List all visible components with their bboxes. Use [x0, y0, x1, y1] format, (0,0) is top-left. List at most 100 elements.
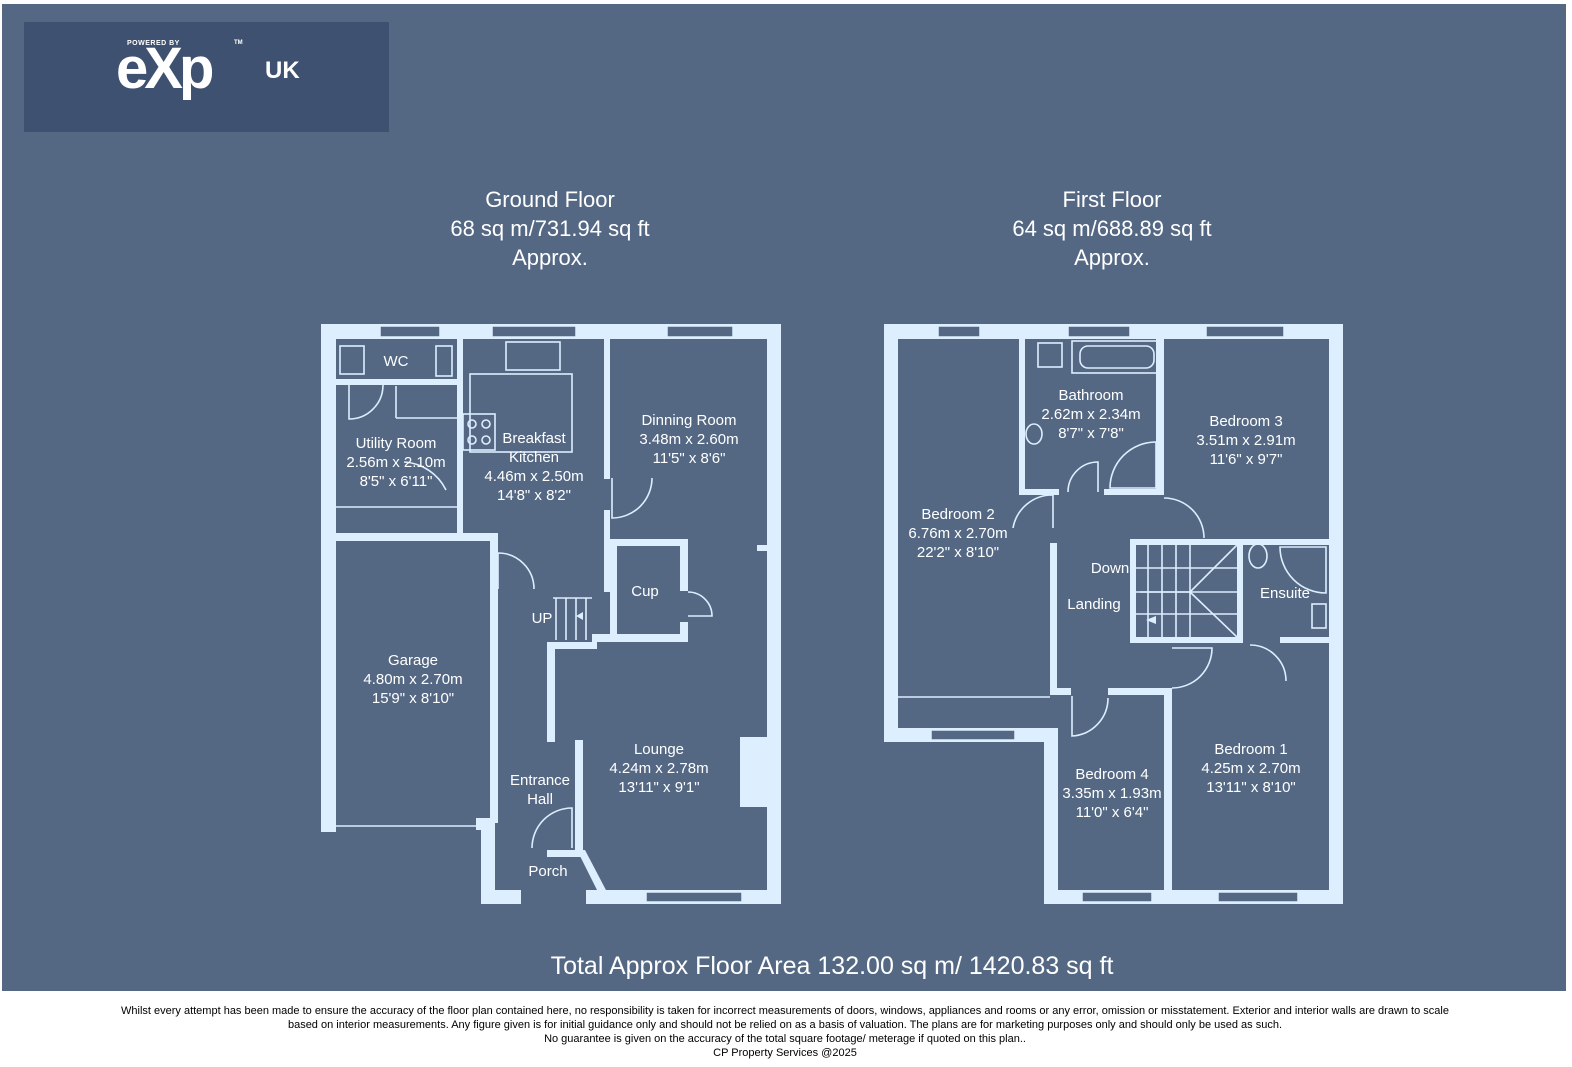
window [1205, 325, 1285, 338]
room-kitchen-metric: 4.46m x 2.50m [484, 468, 584, 485]
room-bedroom-1-name: Bedroom 1 [1214, 741, 1288, 758]
room-garage-metric: 4.80m x 2.70m [363, 671, 463, 688]
room-dining-imperial: 11'5" x 8'6" [652, 450, 726, 467]
hob-icon [462, 413, 496, 451]
disclaimer-line-1: Whilst every attempt has been made to en… [121, 1005, 1449, 1017]
room-lounge: Lounge 4.24m x 2.78m 13'11" x 9'1" [589, 740, 729, 797]
room-lounge-imperial: 13'11" x 9'1" [618, 779, 700, 796]
window [1081, 891, 1153, 903]
logo-region: UK [265, 57, 300, 84]
room-entrance-name2: Hall [527, 791, 553, 808]
room-utility-metric: 2.56m x 2.10m [346, 454, 446, 471]
door-swing [1012, 494, 1054, 529]
room-cup-name: Cup [631, 583, 659, 600]
room-utility: Utility Room 2.56m x 2.10m 8'5" x 6'11" [326, 434, 466, 491]
door-swing [611, 477, 653, 519]
room-bedroom-4-imperial: 11'0" x 6'4" [1075, 804, 1149, 821]
room-bathroom: Bathroom 2.62m x 2.34m 8'7" x 7'8" [1026, 386, 1156, 443]
ground-floor-area: 68 sq m/731.94 sq ft [450, 216, 650, 241]
window [1067, 325, 1131, 338]
room-kitchen-name1: Breakfast [502, 430, 566, 447]
door-swing [1249, 644, 1287, 682]
room-porch-name: Porch [528, 863, 568, 880]
room-bedroom-3-imperial: 11'6" x 9'7" [1209, 451, 1283, 468]
ground-floor-heading: Ground Floor 68 sq m/731.94 sq ft Approx… [400, 185, 700, 272]
door-swing [1163, 497, 1205, 539]
room-garage: Garage 4.80m x 2.70m 15'9" x 8'10" [343, 651, 483, 708]
room-bedroom-3: Bedroom 3 3.51m x 2.91m 11'6" x 9'7" [1176, 412, 1316, 469]
first-floor-heading: First Floor 64 sq m/688.89 sq ft Approx. [962, 185, 1262, 272]
room-bedroom-4: Bedroom 4 3.35m x 1.93m 11'0" x 6'4" [1049, 765, 1175, 822]
window [937, 325, 981, 338]
kitchen-sink-icon [505, 341, 561, 371]
first-floor-plan [884, 324, 1343, 904]
room-bedroom-3-name: Bedroom 3 [1209, 413, 1283, 430]
room-landing: Landing [1059, 595, 1129, 614]
toilet-icon [1248, 543, 1268, 569]
room-bedroom-1: Bedroom 1 4.25m x 2.70m 13'11" x 8'10" [1181, 740, 1321, 797]
room-garage-imperial: 15'9" x 8'10" [371, 690, 455, 707]
total-floor-area: Total Approx Floor Area 132.00 sq m/ 142… [550, 952, 1114, 980]
basin-icon [1025, 423, 1043, 445]
window [491, 325, 577, 338]
room-utility-imperial: 8'5" x 6'11" [359, 473, 433, 490]
room-kitchen: Breakfast Kitchen 4.46m x 2.50m 14'8" x … [464, 429, 604, 505]
door-swing [687, 591, 713, 617]
room-entrance-hall: Entrance Hall [500, 771, 580, 809]
room-ensuite: Ensuite [1247, 584, 1323, 603]
toilet-icon [339, 345, 365, 375]
stairs-down-text: Down [1090, 560, 1130, 577]
sink-icon [435, 345, 453, 377]
room-dining-name: Dinning Room [641, 412, 737, 429]
exp-uk-logo: POWERED BY TM eXp UK [24, 22, 389, 132]
basin-icon [1311, 603, 1327, 629]
disclaimer-line-2: based on interior measurements. Any figu… [287, 1019, 1283, 1031]
room-kitchen-imperial: 14'8" x 8'2" [497, 487, 571, 504]
door-swing [497, 552, 535, 590]
room-bedroom-3-metric: 3.51m x 2.91m [1196, 432, 1296, 449]
disclaimer-line-3: No guarantee is given on the accuracy of… [544, 1033, 1026, 1045]
room-cup: Cup [618, 582, 672, 601]
shower-icon [1279, 546, 1327, 594]
logo-powered-by: POWERED BY [127, 40, 180, 47]
room-dining: Dinning Room 3.48m x 2.60m 11'5" x 8'6" [614, 411, 764, 468]
room-bedroom-4-metric: 3.35m x 1.93m [1062, 785, 1162, 802]
door-swing [531, 807, 573, 849]
door-swing [403, 461, 447, 491]
room-bedroom-2: Bedroom 2 6.76m x 2.70m 22'2" x 8'10" [888, 505, 1028, 562]
room-bedroom-2-imperial: 22'2" x 8'10" [916, 544, 1000, 561]
room-bedroom-1-metric: 4.25m x 2.70m [1201, 760, 1301, 777]
toilet-icon [1037, 342, 1063, 368]
room-bathroom-metric: 2.62m x 2.34m [1041, 406, 1141, 423]
ground-floor-title: Ground Floor [485, 187, 615, 212]
room-porch: Porch [518, 862, 578, 881]
room-lounge-metric: 4.24m x 2.78m [609, 760, 709, 777]
window [930, 729, 1016, 741]
room-wc-name: WC [383, 353, 409, 370]
room-bathroom-imperial: 8'7" x 7'8" [1058, 425, 1124, 442]
room-landing-name: Landing [1067, 596, 1121, 613]
bath-icon [1071, 340, 1159, 374]
room-dining-metric: 3.48m x 2.60m [639, 431, 739, 448]
door-swing [1171, 647, 1213, 689]
room-utility-name: Utility Room [355, 435, 437, 452]
stairs-down-label: Down [1080, 559, 1140, 578]
window [379, 325, 441, 338]
room-bedroom-2-name: Bedroom 2 [921, 506, 995, 523]
room-garage-name: Garage [387, 652, 439, 669]
door-swing [348, 384, 384, 420]
first-floor-approx: Approx. [1074, 245, 1150, 270]
kitchen-counter [469, 373, 573, 453]
floor-plan-canvas [2, 4, 1566, 991]
room-ensuite-name: Ensuite [1259, 585, 1311, 602]
door-swing [1067, 461, 1099, 493]
logo-brand: eXp [116, 36, 214, 101]
disclaimer: Whilst every attempt has been made to en… [30, 1004, 1540, 1060]
window [1217, 891, 1299, 903]
ground-floor-plan [321, 324, 781, 904]
room-wc: WC [366, 352, 426, 371]
room-lounge-name: Lounge [633, 741, 685, 758]
room-bathroom-name: Bathroom [1058, 387, 1124, 404]
door-swing [1071, 696, 1109, 737]
